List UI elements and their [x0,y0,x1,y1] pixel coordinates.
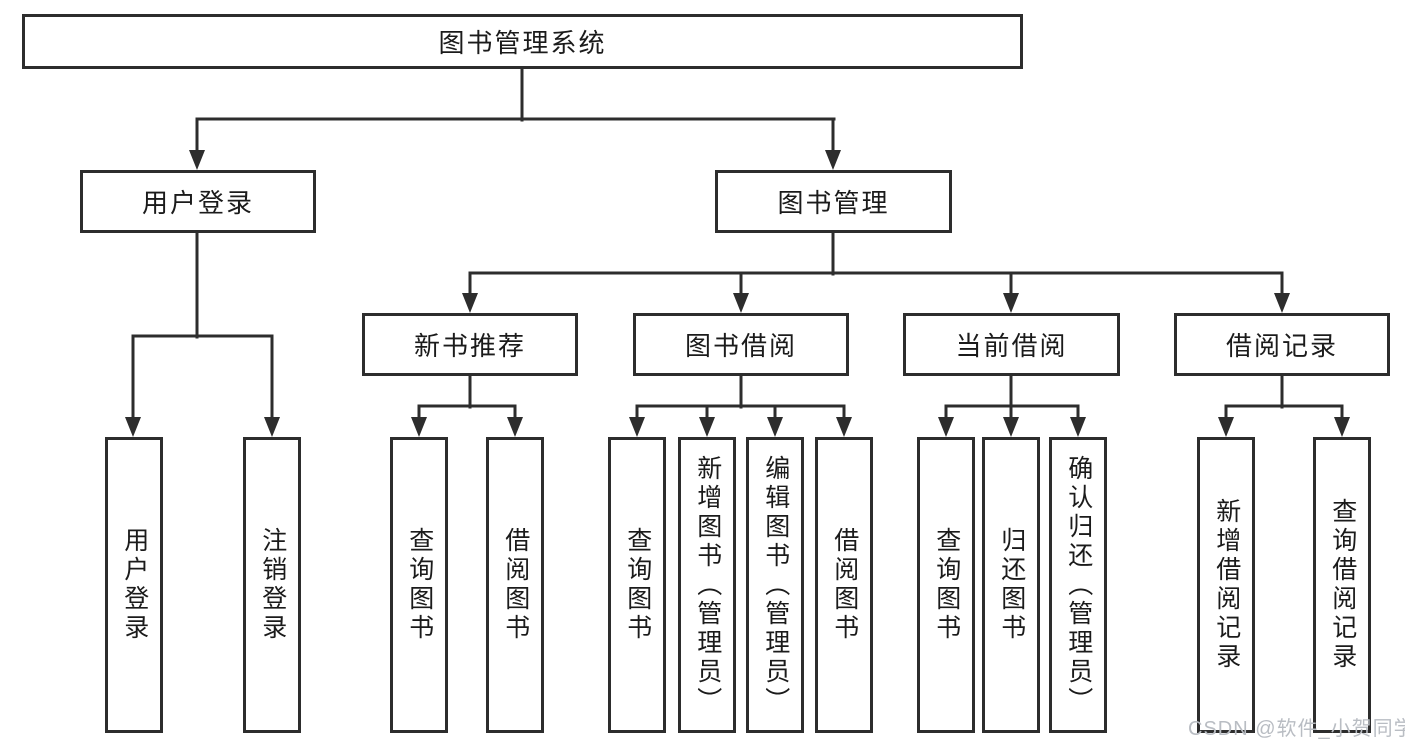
arrowhead-icon [938,417,954,437]
leaf-query-books-borrow: 查询图书 [608,437,666,733]
arrowhead-icon [1218,417,1234,437]
leaf-confirm-return-admin-label: 确认归还（管理员） [1064,454,1093,716]
connector-root-to-level2 [189,66,841,170]
connector-user-login-to-leaves [125,230,280,437]
node-current-borrow: 当前借阅 [903,313,1120,376]
leaf-add-borrow-record-label: 新增借阅记录 [1212,498,1241,672]
node-user-login-label: 用户登录 [141,188,254,218]
arrowhead-icon [825,150,841,170]
connector-book-borrow-to-leaves [629,374,852,437]
arrowhead-icon [836,417,852,437]
arrowhead-icon [507,417,523,437]
node-borrow-records: 借阅记录 [1174,313,1390,376]
connector-book-management-to-level3 [462,230,1290,313]
leaf-query-borrow-record: 查询借阅记录 [1313,437,1371,733]
arrowhead-icon [1070,417,1086,437]
node-current-borrow-label: 当前借阅 [955,331,1068,361]
leaf-logout-label: 注销登录 [258,527,287,643]
arrowhead-icon [1003,293,1019,313]
csdn-watermark: CSDN @软件_小贺同学 [1188,718,1405,740]
node-root-label: 图书管理系统 [438,28,607,58]
node-new-book-recommend: 新书推荐 [362,313,578,376]
connector-borrow-records-to-leaves [1218,374,1350,437]
arrowhead-icon [125,417,141,437]
leaf-user-login: 用户登录 [105,437,163,733]
leaf-borrow-books: 借阅图书 [815,437,873,733]
leaf-query-books-borrow-label: 查询图书 [623,527,652,643]
leaf-confirm-return-admin: 确认归还（管理员） [1049,437,1107,733]
leaf-add-books-admin: 新增图书（管理员） [678,437,736,733]
leaf-borrow-books-label: 借阅图书 [830,527,859,643]
node-user-login: 用户登录 [80,170,316,233]
node-book-management: 图书管理 [715,170,952,233]
leaf-query-books-recommend-label: 查询图书 [405,527,434,643]
arrowhead-icon [1003,417,1019,437]
leaf-user-login-label: 用户登录 [120,527,149,643]
leaf-return-books: 归还图书 [982,437,1040,733]
leaf-add-books-admin-label: 新增图书（管理员） [693,454,722,716]
arrowhead-icon [733,293,749,313]
connector-current-borrow-to-leaves [938,374,1086,437]
leaf-borrow-books-recommend-label: 借阅图书 [501,527,530,643]
leaf-query-books-current: 查询图书 [917,437,975,733]
connector-new-book-to-leaves [411,374,523,437]
arrowhead-icon [629,417,645,437]
leaf-query-books-recommend: 查询图书 [390,437,448,733]
node-book-borrow-label: 图书借阅 [684,331,797,361]
leaf-edit-books-admin-label: 编辑图书（管理员） [761,454,790,716]
arrowhead-icon [1334,417,1350,437]
leaf-edit-books-admin: 编辑图书（管理员） [746,437,804,733]
leaf-return-books-label: 归还图书 [997,527,1026,643]
leaf-logout: 注销登录 [243,437,301,733]
node-book-borrow: 图书借阅 [633,313,849,376]
node-root: 图书管理系统 [22,14,1023,69]
leaf-query-books-current-label: 查询图书 [932,527,961,643]
arrowhead-icon [411,417,427,437]
arrowhead-icon [699,417,715,437]
arrowhead-icon [264,417,280,437]
arrowhead-icon [189,150,205,170]
arrowhead-icon [1274,293,1290,313]
node-book-management-label: 图书管理 [777,188,890,218]
node-borrow-records-label: 借阅记录 [1225,331,1338,361]
arrowhead-icon [767,417,783,437]
arrowhead-icon [462,293,478,313]
leaf-add-borrow-record: 新增借阅记录 [1197,437,1255,733]
node-new-book-recommend-label: 新书推荐 [413,331,526,361]
leaf-query-borrow-record-label: 查询借阅记录 [1328,498,1357,672]
leaf-borrow-books-recommend: 借阅图书 [486,437,544,733]
